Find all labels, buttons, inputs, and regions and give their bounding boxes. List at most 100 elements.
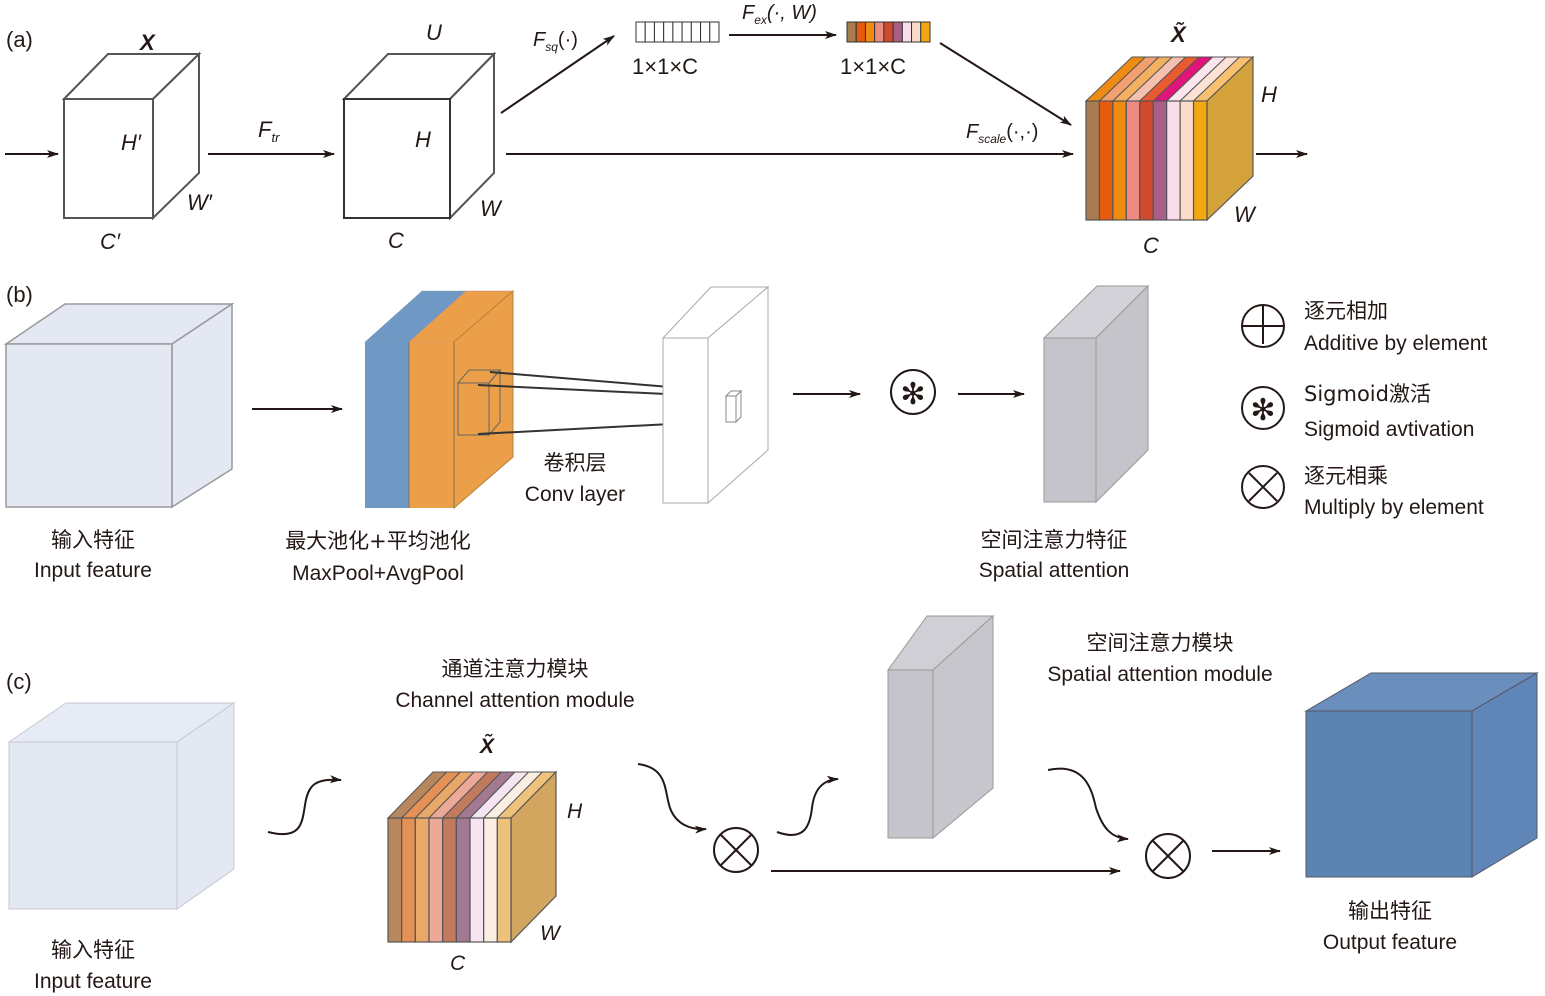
input-to-channel-arrow <box>267 775 342 836</box>
channel-slice <box>1085 100 1101 221</box>
vector-cell <box>681 21 692 43</box>
vector-cell <box>690 21 702 43</box>
vector-cell <box>644 21 655 43</box>
legend-multiply-cn: 逐元相乘 <box>1304 464 1388 488</box>
panel-c-tag: (c) <box>6 669 32 694</box>
channel-module-c: C <box>450 952 466 975</box>
channel-slice <box>442 817 457 943</box>
input-feature-cube <box>3 302 235 509</box>
panel-b-tag: (b) <box>6 282 33 307</box>
vector-cell <box>864 21 876 43</box>
channel-module-name: X̃ <box>479 734 496 758</box>
input-feature-cn: 输入特征 <box>51 528 135 552</box>
pool-slab <box>364 289 514 510</box>
excite-to-scale-arrow <box>939 42 1072 126</box>
channel-module-en: Channel attention module <box>395 689 634 712</box>
channel-slice <box>1192 100 1208 221</box>
vector-cell <box>883 21 894 43</box>
cube-u-h: H <box>415 127 431 152</box>
cube-u-name: U <box>426 20 442 45</box>
squeeze-arrow <box>500 35 615 114</box>
vector-cell <box>635 21 646 43</box>
input-feature-en: Input feature <box>34 559 152 582</box>
legend-add-en: Additive by element <box>1304 332 1487 355</box>
spatial-module-en: Spatial attention module <box>1047 663 1272 686</box>
svg-text:✻: ✻ <box>900 378 925 411</box>
legend-add-cn: 逐元相加 <box>1304 299 1388 323</box>
vector-cell <box>855 21 866 43</box>
cube-x-c: C′ <box>100 229 121 254</box>
vector-cell <box>901 21 913 43</box>
cube-x-name: X <box>138 30 156 55</box>
channel-slice <box>469 817 485 943</box>
output-feature-cn: 输出特征 <box>1348 899 1432 923</box>
multiply-operator-1-icon <box>713 827 759 873</box>
multiply-to-spatial-arrow <box>776 775 839 836</box>
channel-module-h: H <box>567 800 583 823</box>
channel-slice <box>455 817 471 943</box>
cube-x-tilde-c: C <box>1143 233 1159 258</box>
input-feature-c-en: Input feature <box>34 970 152 993</box>
input-feature-cube-c <box>7 702 236 910</box>
spatial-to-multiply-arrow <box>1047 767 1129 843</box>
spatial-attention-en: Spatial attention <box>979 559 1130 582</box>
excite-label: Fex(·, W) <box>742 2 817 27</box>
channel-attention-cube <box>386 770 558 944</box>
channel-module-w: W <box>540 922 562 945</box>
channel-slice <box>1166 100 1181 221</box>
legend-item-multiply: 逐元相乘 Multiply by element <box>1241 464 1484 519</box>
conv-output-slab <box>661 285 770 505</box>
squeeze-vector-dims: 1×1×C <box>632 54 698 79</box>
cube-u-w: W <box>480 196 503 221</box>
channel-slice <box>1098 100 1114 221</box>
conv-layer-cn: 卷积层 <box>544 451 607 475</box>
cube-x-tilde-name: X̃ <box>1169 22 1187 47</box>
cube-x-h: H′ <box>121 130 142 155</box>
legend-sigmoid-cn: Sigmoid激活 <box>1304 382 1431 406</box>
pool-label-cn: 最大池化+平均池化 <box>285 529 471 553</box>
legend-multiply-en: Multiply by element <box>1304 496 1484 519</box>
channel-slice <box>387 817 403 943</box>
vector-cell <box>653 21 665 43</box>
channel-slice <box>428 817 444 943</box>
sigmoid-operator-icon: ✻ <box>890 369 936 415</box>
panel-a: (a) X H′ W′ C′ Ftr U H W C Fsq(·) <box>5 2 1308 258</box>
channel-slice <box>1112 100 1127 221</box>
spatial-module-cn: 空间注意力模块 <box>1087 631 1234 655</box>
channel-to-multiply-arrow <box>637 763 707 834</box>
multiply-circle-icon <box>1241 465 1285 509</box>
squeeze-vector <box>635 21 720 43</box>
svg-text:✻: ✻ <box>1250 394 1275 427</box>
vector-cell <box>892 21 903 43</box>
panel-a-tag: (a) <box>6 27 33 52</box>
spatial-attention-module-slab <box>887 614 995 840</box>
legend-item-sigmoid: ✻ Sigmoid激活 Sigmoid avtivation <box>1241 382 1474 441</box>
panel-c: (c) 输入特征 Input feature 通道注意力模块 Channel a… <box>6 614 1539 993</box>
channel-slice <box>496 817 512 943</box>
cube-u-c: C <box>388 228 404 253</box>
vector-cell <box>663 21 674 43</box>
cube-x: X H′ W′ C′ <box>61 30 213 254</box>
excite-vector <box>846 21 931 43</box>
sigmoid-circle-icon: ✻ <box>1241 386 1285 430</box>
cube-u: U H W C <box>341 20 503 253</box>
legend-item-add: 逐元相加 Additive by element <box>1241 299 1487 355</box>
channel-slice <box>1125 100 1141 221</box>
output-feature-cube <box>1304 672 1539 878</box>
pool-label-en: MaxPool+AvgPool <box>292 562 464 585</box>
output-feature-en: Output feature <box>1323 931 1457 954</box>
legend: 逐元相加 Additive by element ✻ Sigmoid激活 Sig… <box>1241 299 1487 519</box>
input-feature-c-cn: 输入特征 <box>51 938 135 962</box>
cube-x-tilde-h: H <box>1261 82 1277 107</box>
vector-cell <box>700 21 711 43</box>
vector-cell <box>846 21 857 43</box>
scale-label: Fscale(·,·) <box>966 121 1038 146</box>
panel-b: (b) 输入特征 Input feature <box>3 282 1150 585</box>
cube-x-tilde <box>1084 55 1255 222</box>
add-circle-icon <box>1241 304 1285 348</box>
spatial-attention-slab <box>1042 284 1150 504</box>
channel-slice <box>1139 100 1154 221</box>
vector-cell <box>911 21 922 43</box>
vector-cell <box>920 21 931 43</box>
